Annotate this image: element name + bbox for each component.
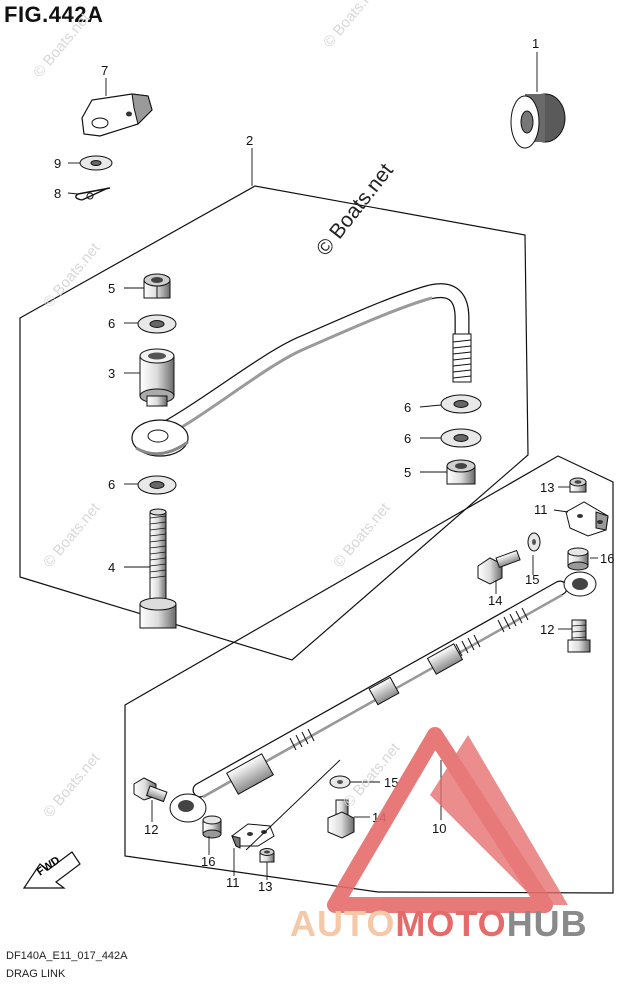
part-6-washer-right-1[interactable] xyxy=(440,394,482,414)
part-13-nut-top[interactable] xyxy=(569,477,587,493)
callout-labels: 1 2 3 4 5 5 6 6 6 6 7 8 9 10 11 11 12 12… xyxy=(54,36,614,894)
part-6-washer-lower[interactable] xyxy=(137,475,177,495)
callout-8: 8 xyxy=(54,186,61,201)
callout-6c: 6 xyxy=(404,400,411,415)
part-12-bolt-left[interactable] xyxy=(133,777,168,803)
callout-6a: 6 xyxy=(108,316,115,331)
callout-16b: 16 xyxy=(201,854,215,869)
callout-5a: 5 xyxy=(108,281,115,296)
fwd-arrow-icon: FWD xyxy=(22,851,81,889)
part-13-nut-bottom[interactable] xyxy=(259,848,275,863)
part-2-drag-link-rod[interactable] xyxy=(131,283,472,457)
part-10-cable-assembly[interactable] xyxy=(169,571,597,823)
callout-2: 2 xyxy=(246,133,253,148)
part-6-washer-right-2[interactable] xyxy=(440,428,482,448)
figure-name: DRAG LINK xyxy=(6,968,66,980)
callout-16a: 16 xyxy=(600,551,614,566)
part-4-bolt[interactable] xyxy=(139,508,177,629)
figure-title: FIG.442A xyxy=(4,2,104,27)
callout-4: 4 xyxy=(108,560,115,575)
part-11-bracket-bottom[interactable] xyxy=(231,823,275,849)
upper-assembly-box xyxy=(19,185,529,661)
brand-part-auto: AUTO xyxy=(290,903,396,944)
brand-part-moto: MOTO xyxy=(395,903,507,944)
callout-13b: 13 xyxy=(258,879,272,894)
leader-lines xyxy=(67,52,598,880)
callout-11b: 11 xyxy=(226,875,240,890)
part-9-washer[interactable] xyxy=(79,155,113,171)
callout-5b: 5 xyxy=(404,465,411,480)
callout-15b: 15 xyxy=(384,775,398,790)
part-16-bushing-top[interactable] xyxy=(567,547,589,571)
part-7-bracket[interactable] xyxy=(81,93,153,137)
part-14-bolt-top[interactable] xyxy=(477,549,521,585)
part-14-bolt-bottom[interactable] xyxy=(327,799,355,839)
brand-part-hub: HUB xyxy=(506,903,588,944)
callout-15a: 15 xyxy=(525,572,539,587)
callout-11a: 11 xyxy=(534,502,548,517)
lower-assembly-box xyxy=(124,455,614,894)
part-3-collar[interactable] xyxy=(139,348,175,407)
callout-3: 3 xyxy=(108,366,115,381)
part-15-washer-bottom[interactable] xyxy=(329,775,351,789)
callout-9: 9 xyxy=(54,156,61,171)
automotohub-wordmark: AUTOMOTOHUB xyxy=(290,903,588,945)
callout-6d: 6 xyxy=(404,431,411,446)
part-5-nut-right[interactable] xyxy=(446,459,476,485)
callout-1: 1 xyxy=(532,36,539,51)
figure-code: DF140A_E11_017_442A xyxy=(6,950,128,962)
automotohub-logo-icon xyxy=(327,727,568,913)
part-16-bushing-bottom[interactable] xyxy=(202,815,222,839)
callout-12a: 12 xyxy=(540,622,554,637)
callout-6b: 6 xyxy=(108,477,115,492)
callout-7: 7 xyxy=(101,63,108,78)
callout-12b: 12 xyxy=(144,822,158,837)
part-11-bracket-top[interactable] xyxy=(565,501,609,537)
part-8-clip[interactable] xyxy=(75,187,111,201)
part-6-washer-upper[interactable] xyxy=(137,314,177,334)
part-5-nut-upper[interactable] xyxy=(143,273,171,299)
part-1-grommet[interactable] xyxy=(510,93,566,149)
callout-14a: 14 xyxy=(488,593,502,608)
part-12-bolt-right[interactable] xyxy=(567,619,591,653)
callout-10: 10 xyxy=(432,821,446,836)
part-15-washer-top[interactable] xyxy=(527,532,541,552)
callout-13a: 13 xyxy=(540,480,554,495)
